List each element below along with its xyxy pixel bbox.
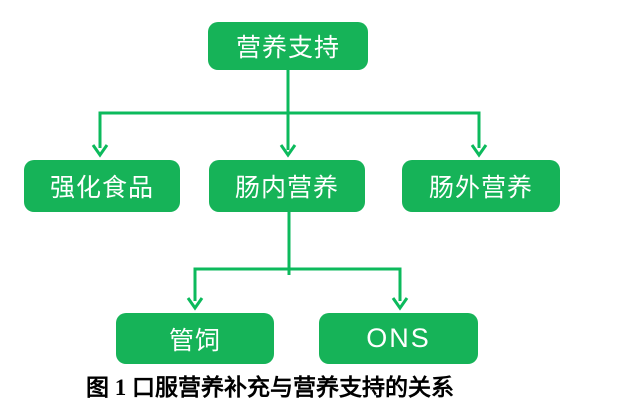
node-label: 营养支持 [235, 34, 340, 62]
arrow-to-fortified-icon [91, 144, 109, 158]
arrow-to-ons-icon [391, 297, 409, 311]
node-tube-feeding: 管饲 [116, 313, 274, 364]
figure-caption: 图 1 口服营养补充与营养支持的关系 [86, 375, 454, 400]
edge-level3-rail [193, 267, 402, 301]
node-ons: ONS [319, 313, 478, 364]
node-parenteral-nutrition: 肠外营养 [402, 160, 560, 212]
arrow-to-parenteral-icon [470, 144, 488, 158]
node-nutrition-support: 营养支持 [208, 22, 368, 70]
node-label: ONS [366, 323, 431, 353]
arrow-to-enteral-icon [279, 144, 297, 158]
node-label: 肠外营养 [428, 174, 533, 202]
arrow-to-tube-icon [186, 297, 204, 311]
node-label: 强化食品 [49, 174, 154, 202]
node-enteral-nutrition: 肠内营养 [209, 160, 365, 212]
node-label: 管饲 [168, 326, 221, 355]
node-label: 肠内营养 [234, 174, 339, 202]
node-fortified-food: 强化食品 [24, 160, 180, 212]
edge-level2-rail [98, 111, 481, 148]
